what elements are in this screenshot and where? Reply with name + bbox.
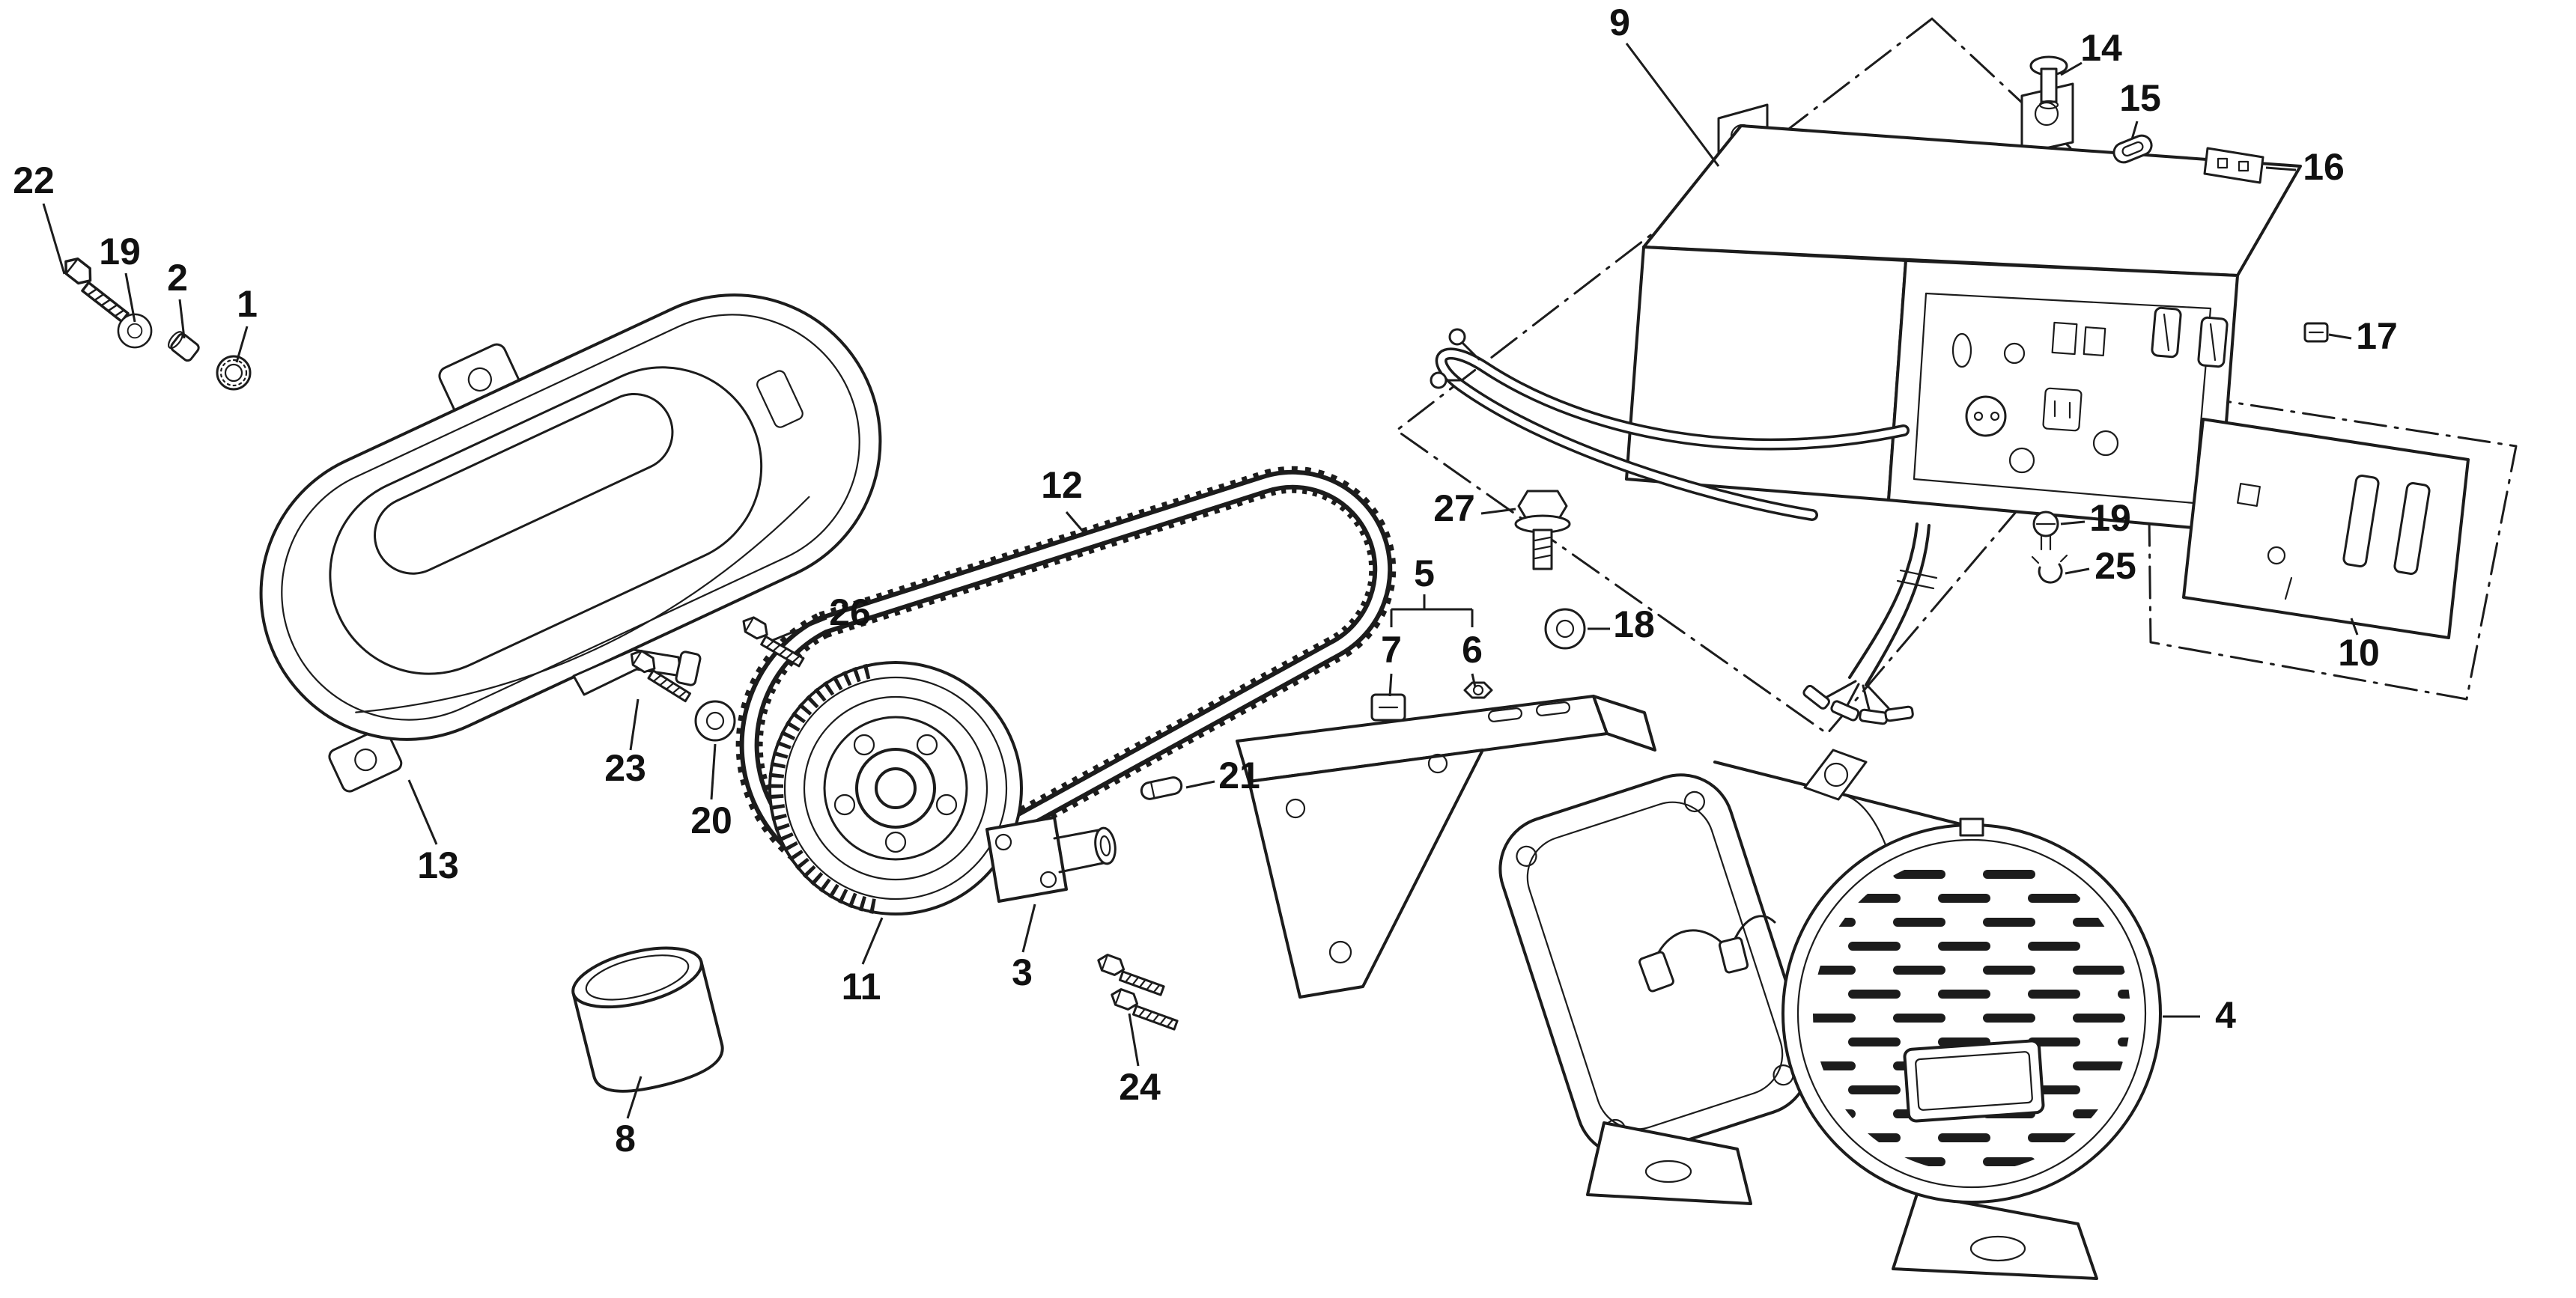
fuse-holder [2092, 430, 2119, 457]
callout-12: 12 [1041, 464, 1083, 506]
callout-14: 14 [2080, 27, 2122, 69]
callout-19b: 19 [2089, 497, 2131, 539]
plug-connector-1 [1638, 951, 1674, 993]
pin-21 [1140, 776, 1183, 800]
callout-22: 22 [13, 159, 55, 201]
clip-17 [2303, 322, 2329, 343]
bracket-bend [1592, 695, 1656, 752]
bullet-connector-3 [1859, 708, 1889, 725]
callout-16: 16 [2303, 146, 2345, 188]
generator-foot-front [1892, 1192, 2098, 1280]
callout-18: 18 [1613, 603, 1655, 645]
plate-slot-1 [2342, 475, 2380, 567]
air-filter [571, 946, 724, 1093]
callout-8: 8 [615, 1118, 636, 1160]
bolt-24a [1093, 951, 1169, 996]
indicator-window [2051, 321, 2078, 356]
generator-leads [1638, 915, 1776, 993]
vent-slots [1813, 855, 2130, 1172]
leader-lines [42, 43, 2359, 1119]
plate-16 [2203, 147, 2264, 184]
washer-20 [694, 700, 736, 742]
callout-24: 24 [1119, 1066, 1161, 1108]
bullet-connector-1 [1802, 684, 1830, 710]
washer-18 [1544, 608, 1586, 650]
callout-11: 11 [842, 966, 881, 1008]
callout-21: 21 [1218, 755, 1260, 796]
nut-6 [1463, 681, 1493, 699]
plate-slot-2 [2393, 482, 2431, 575]
bolt-27 [1514, 490, 1571, 570]
callout-9: 9 [1609, 1, 1630, 43]
ring-terminal-2 [1430, 371, 1448, 389]
wire-loop [1430, 328, 1910, 521]
plug-connector-2 [1718, 936, 1749, 974]
cover-recess [329, 366, 763, 675]
generator-body [1498, 749, 2162, 1280]
callout-13: 13 [417, 844, 459, 886]
clip-7 [1370, 693, 1406, 722]
control-box [1430, 55, 2329, 725]
bullet-connector-2 [1830, 700, 1860, 722]
grommet-15 [2112, 134, 2153, 164]
bracket-gusset [1248, 749, 1484, 999]
ring-terminal-1 [1448, 328, 1466, 346]
collar-2 [167, 331, 200, 362]
cover-tab [1959, 817, 1984, 837]
assembly-boundary-9 [1395, 17, 2214, 735]
callout-20: 20 [690, 799, 732, 841]
lift-eyelet [1803, 749, 1868, 801]
indicator-window-2 [2083, 326, 2106, 356]
wire-harness [1802, 522, 1938, 725]
pulley-hub-3 [985, 816, 1117, 903]
callout-10: 10 [2338, 632, 2380, 674]
callout-6: 6 [1462, 629, 1483, 671]
button-14 [2029, 55, 2068, 110]
outlet-socket [2042, 387, 2083, 432]
box-side-face [1625, 246, 1907, 502]
panel-fittings [1951, 306, 2229, 474]
bolt-24b [1107, 986, 1182, 1031]
pulley [768, 661, 1023, 915]
cover-inner-edge [281, 314, 860, 721]
assembly-boundary-10 [2146, 388, 2518, 701]
generator-front-cover [1781, 817, 2162, 1204]
callout-15: 15 [2119, 77, 2161, 119]
callout-4: 4 [2215, 994, 2236, 1036]
cover-slot [374, 392, 674, 575]
callout-3: 3 [1012, 951, 1033, 993]
screw-19b [2032, 511, 2059, 551]
plate-square-hole [2237, 483, 2261, 507]
keyhole [1951, 332, 1972, 368]
callout-2: 2 [167, 257, 188, 299]
ground-terminal [2008, 447, 2035, 474]
cover-bottom-line [355, 496, 810, 713]
callout-23: 23 [604, 747, 646, 789]
callout-26: 26 [829, 591, 871, 633]
panel-plate-10 [2182, 418, 2470, 639]
nut-1 [216, 355, 252, 391]
receptacle [1965, 395, 2007, 437]
bullet-connector-4 [1884, 705, 1914, 722]
belt-cover [259, 293, 882, 793]
bracket-5-callout-line [1390, 594, 1474, 627]
bracket-assembly [1236, 681, 1656, 999]
callout-17: 17 [2356, 315, 2398, 357]
callout-7: 7 [1381, 629, 1402, 671]
plate-round-hole [2267, 546, 2286, 565]
cover-vent [756, 370, 804, 428]
callout-27: 27 [1433, 487, 1475, 529]
cover-bottom-tab [328, 727, 403, 793]
name-plate [1903, 1039, 2045, 1123]
clamp-25 [2031, 554, 2068, 584]
callout-19a: 19 [99, 231, 141, 272]
callout-5: 5 [1414, 552, 1435, 594]
generator-foot-rear [1586, 1121, 1752, 1205]
pilot-lamp [2003, 342, 2026, 365]
callout-1: 1 [237, 283, 258, 325]
pulley-fins [768, 662, 876, 914]
callout-25: 25 [2094, 545, 2136, 587]
callouts: 22 19 2 1 13 8 23 20 26 11 3 12 24 21 5 … [13, 1, 2398, 1160]
